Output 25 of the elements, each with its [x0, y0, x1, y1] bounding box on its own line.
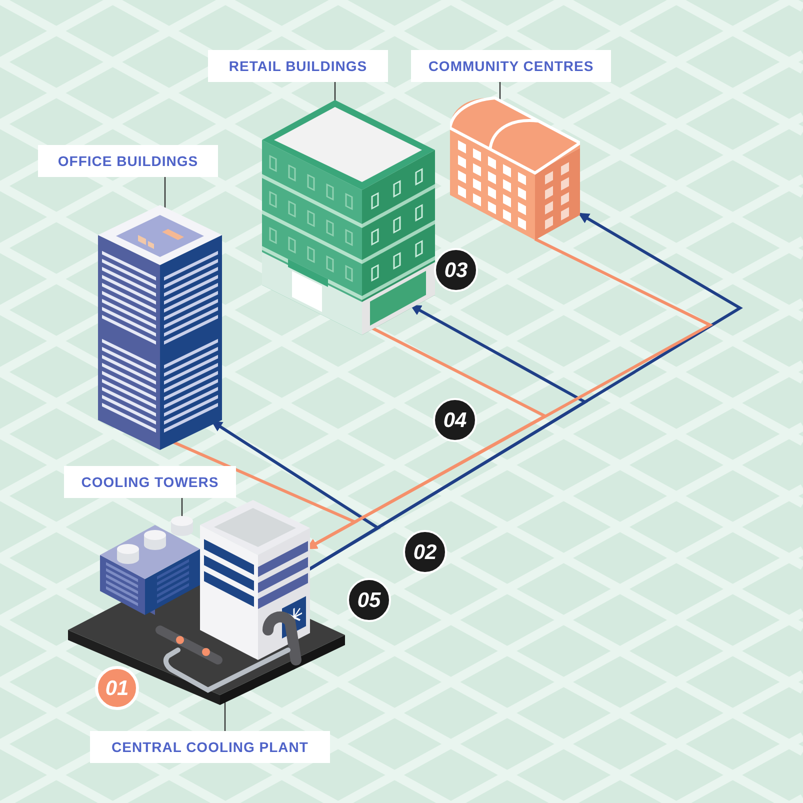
building-label: [208, 50, 388, 82]
plant-label: [90, 731, 330, 763]
label-text: RETAIL BUILDINGS: [228, 56, 368, 76]
label-text: COMMUNITY CENTRES: [428, 56, 594, 76]
community-centre-drawing: [450, 96, 580, 240]
label-text: CENTRAL COOLING PLANT: [112, 738, 308, 756]
step-number-text: 05: [357, 590, 381, 610]
step-number-text: 04: [443, 410, 467, 430]
leader-line: [181, 497, 183, 517]
step-number-text: 02: [413, 542, 437, 562]
step-number-text: 03: [444, 260, 468, 280]
retail-building-drawing: [262, 100, 435, 335]
office-tower-drawing: [98, 205, 222, 450]
pipe-arrow: [172, 440, 358, 550]
label-text: OFFICE BUILDINGS: [58, 152, 198, 170]
label-text: COOLING TOWERS: [81, 472, 219, 492]
leader-line: [224, 702, 226, 732]
leader-line: [164, 176, 166, 208]
plant-label: [64, 466, 236, 498]
building-label: [411, 50, 611, 82]
step-number-text: 01: [105, 678, 129, 698]
pipe-arrow: [211, 420, 381, 572]
cooling-towers-drawing: [100, 515, 200, 615]
leader-line: [334, 81, 336, 101]
building-label: [38, 145, 218, 177]
